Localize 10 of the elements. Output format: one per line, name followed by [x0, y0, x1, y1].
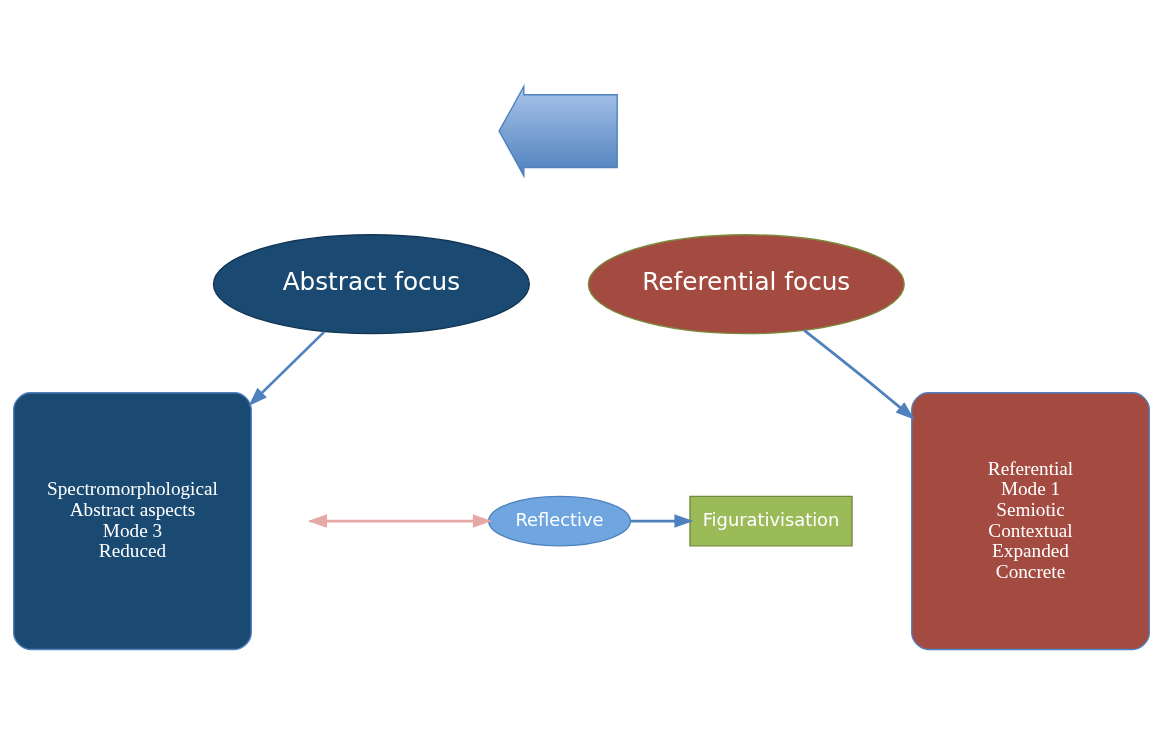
arrow — [803, 328, 915, 420]
node-box: Referential Mode 1 Semiotic Contextual Expanded Concrete — [911, 391, 1150, 650]
node-arrow — [498, 83, 618, 178]
node-ellipse: Reflective — [488, 495, 632, 546]
arrow — [631, 513, 694, 528]
node-box: Figurativisation — [689, 495, 853, 546]
node-box: Spectromorphological Abstract aspects Mode 3 Reduced — [13, 391, 252, 650]
node-ellipse: Referential focus — [587, 233, 905, 334]
arrow — [248, 330, 326, 406]
node-ellipse: Abstract focus — [212, 233, 530, 334]
